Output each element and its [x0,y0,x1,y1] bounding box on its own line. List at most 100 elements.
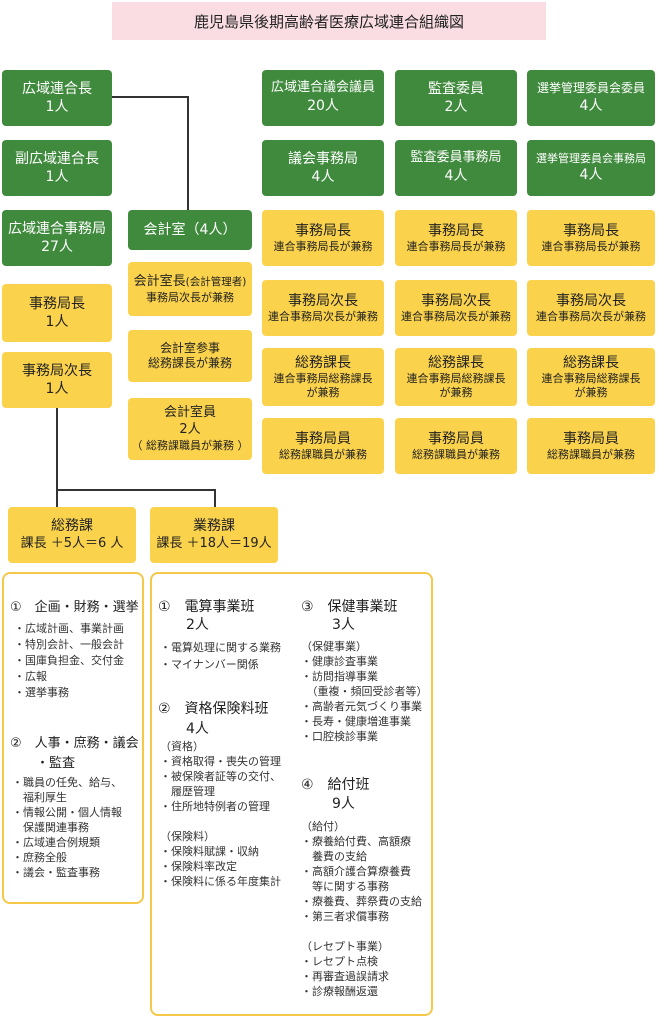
connector-soumu-v [56,489,58,507]
audit-deputy-note: 連合事務局次長が兼務 [401,310,511,324]
duty-item: ・レセプト点検 [301,955,378,968]
assembly-members-count: 20人 [307,98,339,115]
duty-item: ・議会・監査事務 [12,866,100,879]
duty-item: ・高額介護合算療養費 [301,865,411,878]
gyomu-section-count: 課長 ＋18人＝19人 [156,535,272,551]
assembly-general-note-2: が兼務 [306,386,340,400]
page-title: 鹿児島県後期高齢者医療広域連合組織図 [112,2,546,40]
duty-item: ・職員の任免、給与、 [12,776,122,789]
duty-item: ・再審査過誤請求 [301,970,389,983]
election-members-count: 4人 [579,97,603,114]
audit-general-note-2: が兼務 [439,386,473,400]
assembly-general-title: 総務課長 [295,355,351,372]
gyomu-team-1-title: ① 電算事業班 [158,599,255,615]
audit-staff-title: 事務局員 [428,431,484,448]
duty-item: （保険料） [160,830,215,843]
duty-item: ・療養給付費、高額療 [301,835,411,848]
director-box: 事務局長 1人 [2,284,112,342]
audit-office-count: 4人 [444,168,468,185]
assembly-deputy-note: 連合事務局次長が兼務 [268,310,378,324]
duty-item: ・広報 [14,670,47,683]
duty-item: （重複・頻回受診者等） [301,685,428,698]
audit-deputy-title: 事務局次長 [421,293,491,310]
duty-item: （給付） [301,820,345,833]
accounting-office-title: 会計室（4人） [143,221,237,238]
election-general-note-2: が兼務 [574,386,608,400]
election-deputy-box: 事務局次長 連合事務局次長が兼務 [527,280,655,336]
duty-item: ・情報公開・個人情報 [12,806,122,819]
duty-item: ・診療報酬返還 [301,985,378,998]
assembly-staff-note: 総務課職員が兼務 [279,448,367,462]
duty-item: ・高齢者元気づくり事業 [301,700,422,713]
assembly-office-count: 4人 [311,169,335,185]
deputy-director-box: 事務局次長 1人 [2,352,112,408]
duty-item: 履歴管理 [160,785,215,798]
vice-chief-count: 1人 [45,169,69,185]
director-title: 事務局長 [29,295,85,312]
assembly-deputy-box: 事務局次長 連合事務局次長が兼務 [262,280,384,336]
gyomu-section-title: 業務課 [193,518,235,535]
chief-count: 1人 [45,99,69,115]
assembly-members-box: 広域連合議会議員 20人 [262,70,384,126]
duty-item: ・資格取得・喪失の管理 [160,755,281,768]
duty-item: ・療養費、葬祭費の支給 [301,895,422,908]
audit-director-box: 事務局長 連合事務局長が兼務 [395,210,517,266]
duty-item: ・長寿・健康増進事業 [301,715,411,728]
deputy-director-count: 1人 [45,381,69,397]
connector-gyomu-v [214,489,216,507]
connector-chief-to-accounting-v [187,96,189,210]
secretariat-count: 27人 [41,239,73,255]
connector-sections-h [56,489,216,491]
audit-general-note: 連合事務局総務課長 [406,372,506,386]
duty-item: ・住所地特例者の管理 [160,800,270,813]
gyomu-team-2-count: 4人 [186,721,209,737]
election-office-title: 選挙管理委員会事務局 [536,151,646,165]
audit-deputy-box: 事務局次長 連合事務局次長が兼務 [395,280,517,336]
election-general-title: 総務課長 [563,355,619,372]
accounting-office-box: 会計室（4人） [128,210,252,250]
secretariat-title: 広域連合事務局 [8,220,106,237]
duty-item: ・電算処理に関する業務 [160,641,281,654]
assembly-director-note: 連合事務局長が兼務 [273,240,373,254]
soumu-section-title: 総務課 [51,518,93,535]
gyomu-duties-panel [150,572,433,1016]
duty-item: （資格） [160,740,204,753]
gyomu-team-3-count: 3人 [332,617,355,633]
election-staff-box: 事務局員 総務課職員が兼務 [527,418,655,474]
soumu-section-box: 総務課 課長 ＋5人＝6 人 [8,507,136,563]
duty-item: ・被保険者証等の交付、 [160,770,281,783]
deputy-director-title: 事務局次長 [22,362,92,379]
duty-item: ・口腔検診事業 [301,730,378,743]
election-director-title: 事務局長 [563,223,619,240]
audit-members-count: 2人 [444,99,468,115]
gyomu-team-2-title: ② 資格保険料班 [158,701,269,717]
election-director-box: 事務局長 連合事務局長が兼務 [527,210,655,266]
duty-item: ・庶務全般 [12,851,67,864]
accounting-staff-count: 2人 [179,422,201,438]
audit-members-box: 監査委員 2人 [395,70,517,126]
duty-item: （レセプト事業） [301,940,389,953]
audit-director-note: 連合事務局長が兼務 [406,240,506,254]
connector-chief-to-accounting-h [112,96,188,98]
duty-item: 養費の支給 [301,850,367,863]
soumu-group-2-title-line2: ・監査 [36,756,76,771]
assembly-members-title: 広域連合議会議員 [270,80,375,96]
chief-title: 広域連合長 [22,80,92,97]
assembly-general-note: 連合事務局総務課長 [273,372,373,386]
duty-item: ・健康診査事業 [301,655,378,668]
accounting-head-note: 事務局次長が兼務 [146,290,234,304]
assembly-staff-title: 事務局員 [295,431,351,448]
duty-item: ・選挙事務 [14,686,69,699]
assembly-general-box: 総務課長 連合事務局総務課長 が兼務 [262,348,384,406]
soumu-section-count: 課長 ＋5人＝6 人 [20,535,124,551]
duty-item: ・マイナンバー関係 [160,658,259,671]
gyomu-team-4-title: ④ 給付班 [301,777,370,793]
assembly-office-box: 議会事務局 4人 [262,140,384,196]
gyomu-team-4-count: 9人 [332,796,355,812]
gyomu-team-1-count: 2人 [186,617,209,633]
duty-item: 保護関連事務 [12,821,89,834]
duty-item: ・国庫負担金、交付金 [14,654,124,667]
assembly-office-title: 議会事務局 [288,150,358,167]
audit-office-box: 監査委員事務局 4人 [395,140,517,196]
soumu-group-2-title: ② 人事・庶務・議会 [10,736,139,751]
